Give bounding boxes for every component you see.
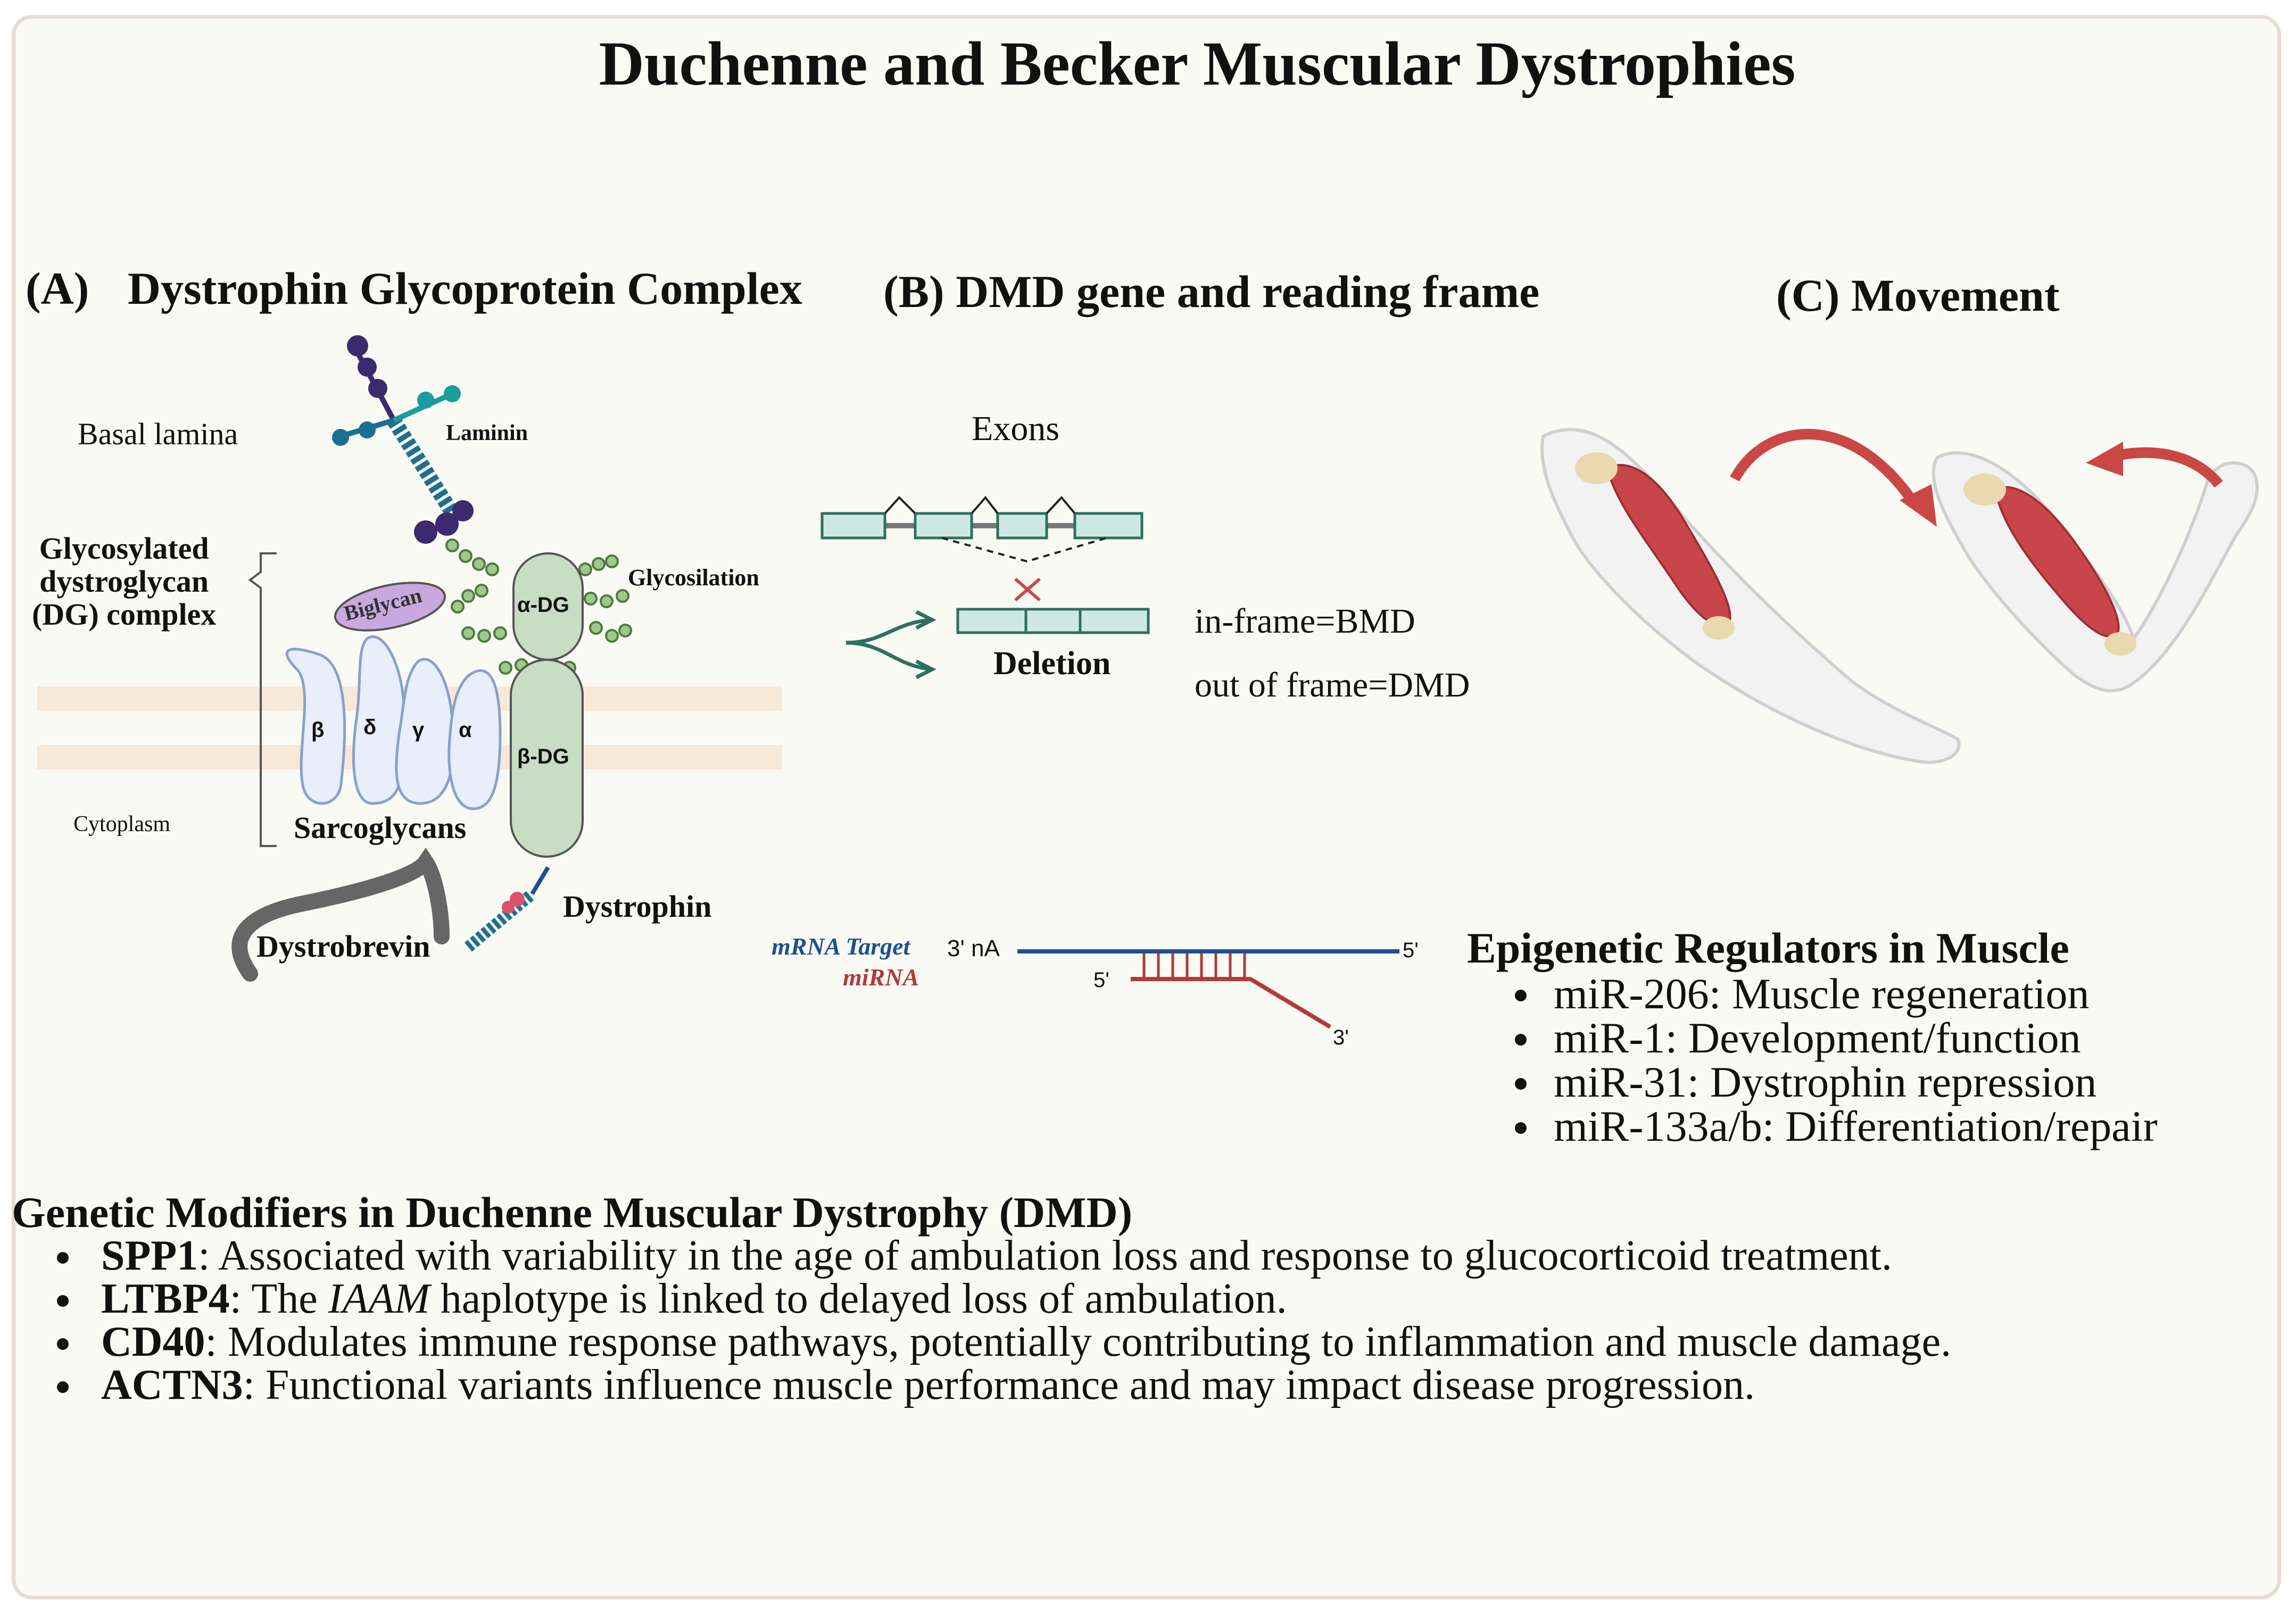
sarcoglycan-alpha-label: α	[459, 718, 472, 742]
deleted-exons	[956, 608, 1150, 634]
haplotype-name: IAAM	[328, 1275, 430, 1322]
gene-description: haplotype is linked to delayed loss of a…	[429, 1275, 1287, 1322]
branch-arrows-icon	[846, 610, 936, 679]
laminin-label: Laminin	[446, 421, 528, 445]
basal-lamina-label: Basal lamina	[78, 417, 238, 451]
genetic-item: ACTN3: Functional variants influence mus…	[12, 1364, 1951, 1407]
dg-complex-bracket	[248, 552, 277, 847]
gene-name: SPP1	[101, 1232, 198, 1279]
movement-arrows-icon	[1730, 428, 2223, 527]
genetic-heading: Genetic Modifiers in Duchenne Muscular D…	[12, 1188, 1133, 1237]
out-of-frame-label: out of frame=DMD	[1195, 666, 1470, 704]
three-prime-bottom-label: 3'	[1333, 1026, 1349, 1049]
panel-b-title: (B) DMD gene and reading frame	[883, 266, 1540, 317]
cytoplasm-label: Cytoplasm	[73, 812, 171, 836]
biglycan-protein	[334, 582, 446, 632]
gene-name: CD40	[101, 1319, 205, 1365]
exon-gene	[820, 495, 1143, 563]
dystrobrevin-protein	[231, 847, 450, 982]
laminin-molecule	[332, 335, 474, 544]
epigenetic-item: miR-206: Muscle regeneration	[1503, 972, 2158, 1016]
flexed-arm-illustration	[1932, 451, 2259, 693]
deletion-mark-icon	[1014, 577, 1041, 602]
base-pairing	[1142, 953, 1246, 977]
genetic-item: LTBP4: The IAAM haplotype is linked to d…	[12, 1278, 1951, 1321]
sarcoglycan-beta-label: β	[311, 718, 325, 742]
sarcoglycans-label: Sarcoglycans	[294, 810, 467, 845]
epigenetic-heading: Epigenetic Regulators in Muscle	[1467, 924, 2069, 972]
figure-frame	[12, 15, 2281, 1599]
gene-description: : Functional variants influence muscle p…	[243, 1362, 1755, 1408]
sarcoglycan-gamma-label: γ	[412, 718, 425, 742]
epigenetic-item: miR-1: Development/function	[1503, 1016, 2158, 1060]
deletion-label: Deletion	[993, 645, 1111, 682]
genetic-item: SPP1: Associated with variability in the…	[12, 1234, 1951, 1278]
beta-dg-protein	[510, 659, 584, 858]
epigenetic-item: miR-31: Dystrophin repression	[1503, 1060, 2158, 1104]
gene-description: : Modulates immune response pathways, po…	[205, 1319, 1952, 1365]
gene-name: LTBP4	[101, 1275, 230, 1322]
beta-dg-label: β-DG	[517, 745, 569, 768]
mirna-strand	[1131, 977, 1332, 1029]
glycosylation-label: Glycosilation	[628, 565, 759, 591]
panel-a-title: Dystrophin Glycoprotein Complex	[128, 263, 802, 314]
mirna-label: miRNA	[843, 964, 919, 991]
genetic-item: CD40: Modulates immune response pathways…	[12, 1321, 1951, 1364]
sarcoglycan-proteins	[285, 635, 502, 810]
dystrophin-protein	[464, 866, 550, 952]
gene-description-prefix: : The	[229, 1275, 328, 1322]
five-prime-bottom-label: 5'	[1093, 968, 1109, 992]
three-prime-na-label: 3' nA	[947, 935, 1000, 961]
mrna-target-label: mRNA Target	[772, 933, 910, 960]
epigenetic-list: miR-206: Muscle regeneration miR-1: Deve…	[1503, 972, 2158, 1148]
epigenetic-item: miR-133a/b: Differentiation/repair	[1503, 1104, 2158, 1148]
dystrobrevin-label: Dystrobrevin	[256, 929, 430, 964]
five-prime-top-label: 5'	[1403, 939, 1419, 962]
figure-title: Duchenne and Becker Muscular Dystrophies	[599, 29, 1796, 98]
in-frame-label: in-frame=BMD	[1195, 602, 1415, 641]
extended-arm-illustration	[1540, 428, 1961, 764]
exons-label: Exons	[972, 409, 1059, 448]
dg-complex-label: Glycosylated dystroglycan (DG) complex	[32, 531, 217, 632]
sarcoglycan-delta-label: δ	[363, 716, 377, 739]
panel-a-label: (A)	[26, 263, 89, 314]
panel-c-title: (C) Movement	[1776, 270, 2060, 321]
dystrophin-label: Dystrophin	[563, 889, 712, 924]
genetic-list: SPP1: Associated with variability in the…	[12, 1234, 1951, 1407]
alpha-dg-label: α-DG	[517, 593, 569, 617]
gene-name: ACTN3	[101, 1362, 243, 1408]
gene-description: : Associated with variability in the age…	[198, 1232, 1892, 1279]
